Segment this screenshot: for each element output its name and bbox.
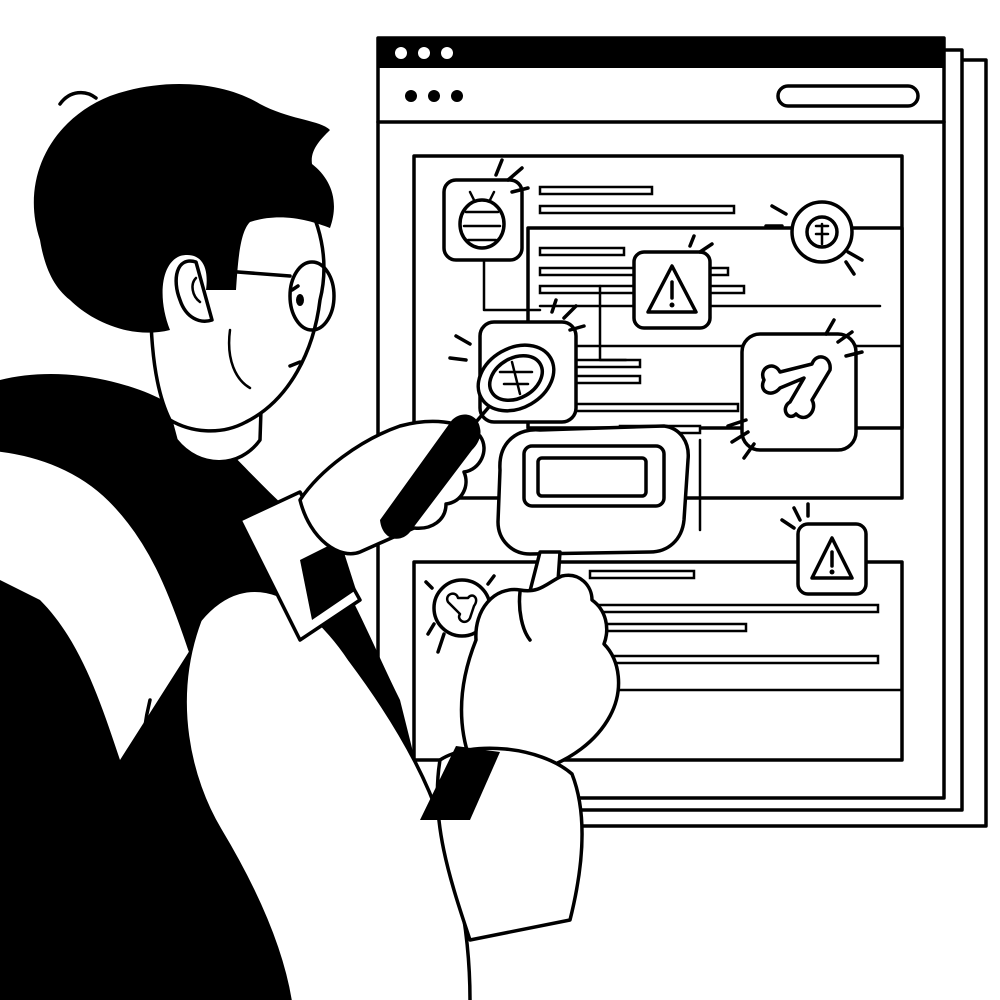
connector-line xyxy=(482,258,542,312)
developer-figure xyxy=(0,84,690,1000)
code-bar xyxy=(574,402,740,413)
toolbar-dot xyxy=(428,90,440,102)
toolbar-dot xyxy=(405,90,417,102)
scanner-device[interactable] xyxy=(496,424,690,642)
glasses-icon xyxy=(210,260,336,332)
code-bar xyxy=(588,622,748,633)
warning-icon xyxy=(632,234,714,330)
code-bar xyxy=(538,204,736,215)
screwdriver-handle xyxy=(380,414,481,539)
connector-line xyxy=(598,284,628,362)
eye xyxy=(296,294,304,306)
titlebar-dots xyxy=(395,47,453,59)
magnifier-icon xyxy=(476,343,556,413)
titlebar-dot-minimize[interactable] xyxy=(418,47,430,59)
code-bar xyxy=(588,569,696,580)
titlebar-dot-maximize[interactable] xyxy=(441,47,453,59)
bug-icon xyxy=(442,158,530,262)
code-bar xyxy=(538,246,626,257)
coat-lapel xyxy=(0,450,190,760)
broken-link-icon xyxy=(726,318,864,460)
code-bar xyxy=(588,654,880,665)
mouth xyxy=(288,360,302,368)
code-bar xyxy=(538,185,654,196)
titlebar-dot-close[interactable] xyxy=(395,47,407,59)
warning-icon xyxy=(780,502,868,596)
toolbar-dot xyxy=(451,90,463,102)
search-pill[interactable] xyxy=(776,84,920,108)
code-bar xyxy=(588,603,880,614)
code-bar xyxy=(574,374,642,385)
window-titlebar xyxy=(378,38,944,68)
hair xyxy=(33,84,334,333)
virus-icon xyxy=(764,200,864,276)
toolbar-dots xyxy=(405,90,463,102)
